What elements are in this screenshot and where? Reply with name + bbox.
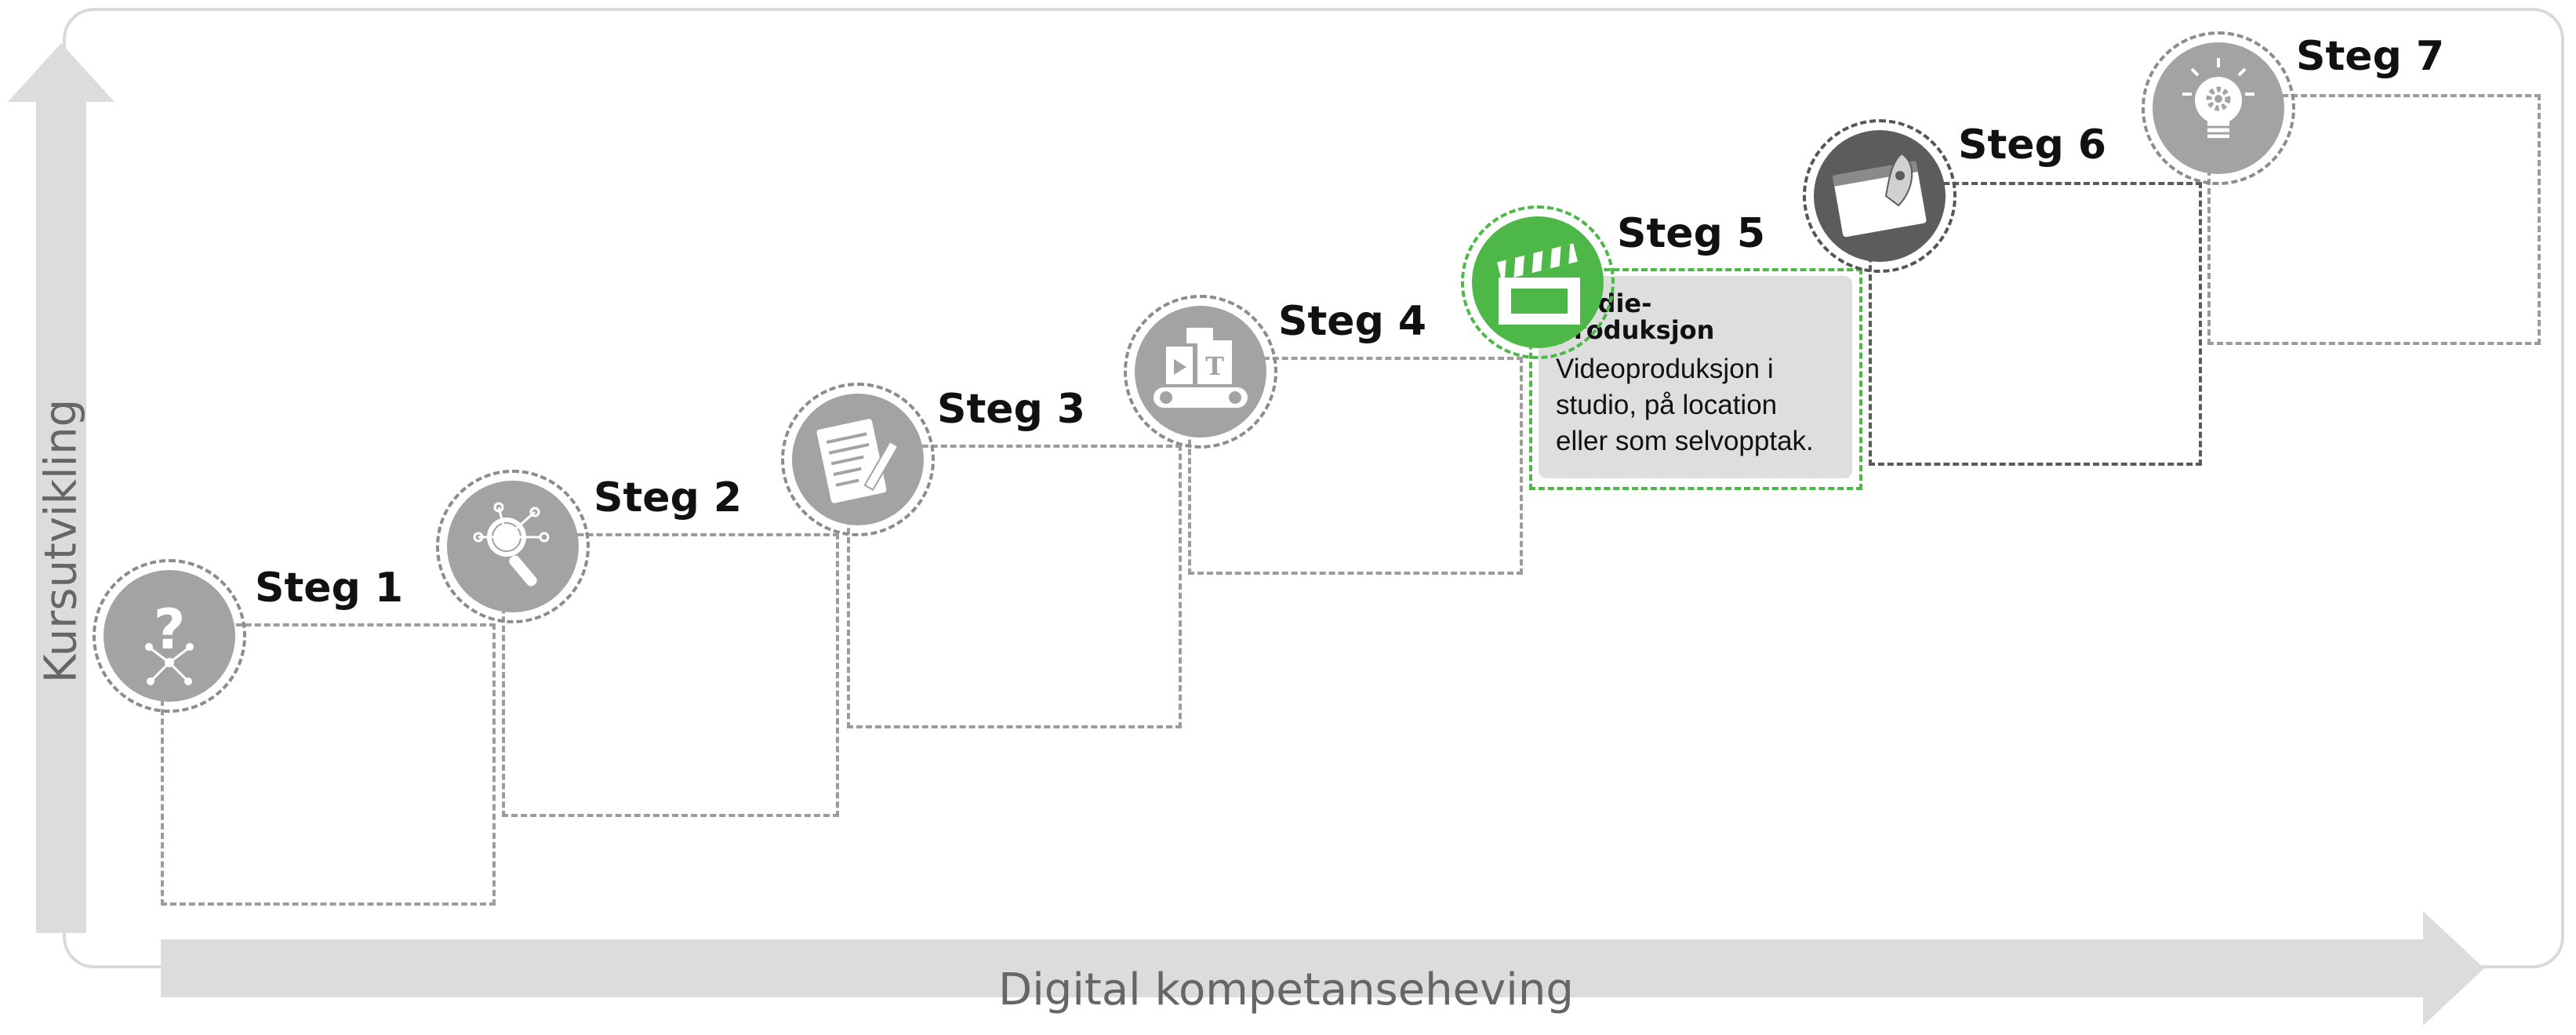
card-description: Videoproduksjon i studio, på location el… (1556, 351, 1835, 459)
step-7-ring (2142, 31, 2295, 185)
step-1-box (161, 623, 496, 906)
magnifier-network-icon (473, 502, 550, 586)
lightbulb-gear-icon (2182, 58, 2254, 138)
step-6-label: Steg 6 (1958, 122, 2107, 169)
step-2-circle[interactable] (436, 470, 590, 623)
step-2-label: Steg 2 (594, 474, 743, 521)
step-5-ring (1461, 205, 1615, 359)
step-2-box (502, 533, 839, 817)
step-7-box (2207, 94, 2541, 345)
step-4-circle[interactable]: T (1124, 295, 1277, 448)
document-pen-icon (816, 419, 899, 503)
x-axis-arrow (161, 911, 2484, 1026)
step-2-ring (436, 470, 590, 623)
step-4-label: Steg 4 (1278, 298, 1427, 345)
step-6-box (1869, 182, 2202, 466)
conveyor-media-icon: T (1154, 328, 1248, 408)
step-3-box (847, 445, 1182, 728)
step-7-circle[interactable] (2142, 31, 2295, 185)
clapperboard-icon (1497, 243, 1580, 325)
step-3-ring (781, 383, 935, 536)
step-3-circle[interactable] (781, 383, 935, 536)
question-network-icon: ? (145, 597, 194, 685)
card-text-line-2: studio, på location (1556, 390, 1778, 420)
step-6-circle[interactable] (1803, 119, 1957, 273)
x-axis-label: Digital kompetanseheving (998, 964, 1574, 1015)
y-axis-arrow (8, 43, 114, 933)
step-1-ring (93, 559, 246, 713)
svg-text:T: T (1205, 351, 1224, 381)
step-6-ring (1803, 119, 1957, 273)
step-7-label: Steg 7 (2296, 33, 2445, 80)
step-4-ring (1124, 295, 1277, 448)
step-5-circle[interactable] (1461, 205, 1615, 359)
step-4-box (1188, 357, 1523, 575)
step-1-label: Steg 1 (255, 565, 404, 612)
step-1-circle[interactable]: ? (93, 559, 246, 713)
card-text-line-1: Videoproduksjon i (1556, 354, 1774, 384)
step-5-box (1529, 268, 1862, 490)
step-3-label: Steg 3 (937, 386, 1086, 433)
svg-text:?: ? (154, 597, 186, 662)
y-axis-label: Kursutvikling (35, 398, 87, 684)
step-5-label: Steg 5 (1617, 210, 1766, 257)
card-text-line-3: eller som selvopptak. (1556, 426, 1814, 456)
rocket-browser-icon (1832, 152, 1927, 238)
